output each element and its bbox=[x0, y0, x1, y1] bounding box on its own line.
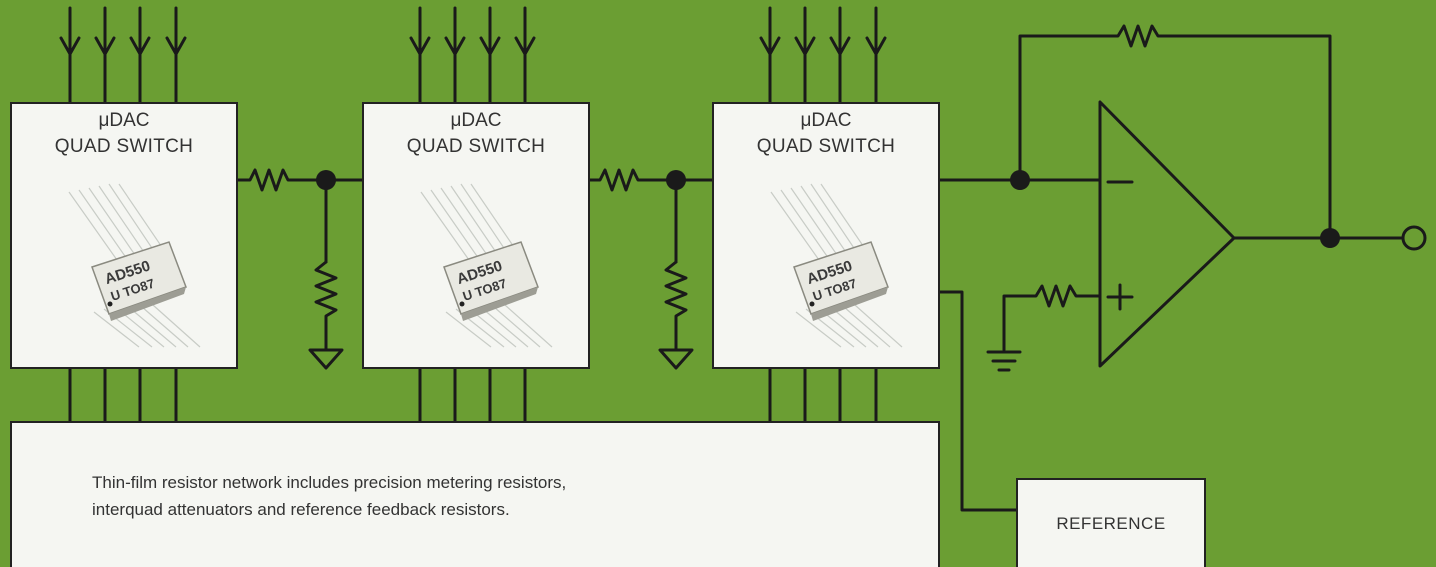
network-description-line-2: interquad attenuators and reference feed… bbox=[92, 500, 510, 520]
chip-image: AD550 U TO87 bbox=[386, 182, 566, 352]
resistor-network-box: Thin-film resistor network includes prec… bbox=[10, 421, 940, 567]
quad-switch-3: μDAC QUAD SWITCH AD550 U TO87 bbox=[712, 102, 940, 369]
reference-label: REFERENCE bbox=[1018, 514, 1204, 534]
network-description-line-1: Thin-film resistor network includes prec… bbox=[92, 473, 566, 493]
ground-resistor bbox=[988, 286, 1100, 370]
quad-switch-subtitle: QUAD SWITCH bbox=[364, 136, 588, 158]
digital-input-arrows-1 bbox=[61, 8, 185, 102]
quad-switch-title: μDAC bbox=[12, 110, 236, 132]
quad-switch-title: μDAC bbox=[364, 110, 588, 132]
reference-box: REFERENCE bbox=[1016, 478, 1206, 567]
chip-image: AD550 U TO87 bbox=[736, 182, 916, 352]
quad-switch-1: μDAC QUAD SWITCH AD550 U TO87 bbox=[10, 102, 238, 369]
network-connections bbox=[70, 369, 876, 421]
quad-switch-subtitle: QUAD SWITCH bbox=[12, 136, 236, 158]
interquad-attenuator-1 bbox=[238, 170, 362, 368]
quad-switch-title: μDAC bbox=[714, 110, 938, 132]
interquad-attenuator-2 bbox=[588, 170, 712, 368]
digital-input-arrows-3 bbox=[761, 8, 885, 102]
quad-switch-2: μDAC QUAD SWITCH AD550 U TO87 bbox=[362, 102, 590, 369]
feedback-path bbox=[938, 26, 1330, 238]
op-amp bbox=[1100, 102, 1425, 366]
digital-input-arrows-2 bbox=[411, 8, 534, 102]
quad-switch-subtitle: QUAD SWITCH bbox=[714, 136, 938, 158]
chip-image: AD550 U TO87 bbox=[34, 182, 214, 352]
